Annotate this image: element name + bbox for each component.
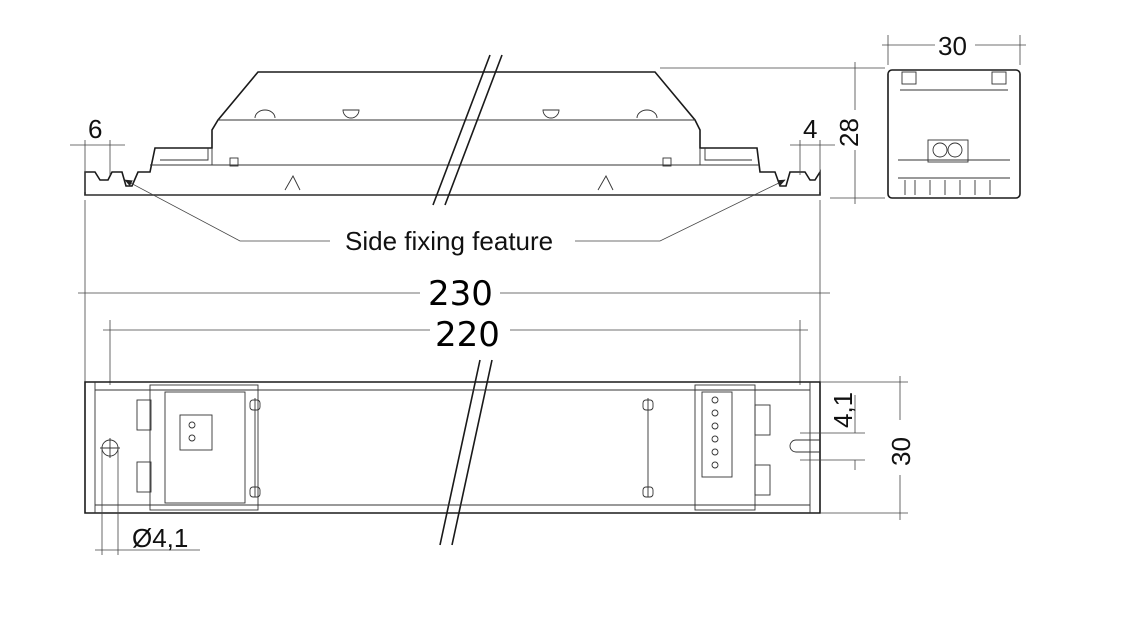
body-width-label: 30 — [886, 437, 916, 466]
side-view — [84, 71, 821, 196]
offset-dimensions: 6 4 — [70, 114, 835, 192]
slot-width-label: 4,1 — [828, 392, 858, 428]
end-view: 30 28 — [660, 31, 1026, 204]
break-lines — [432, 54, 503, 546]
hole-diameter-label: Ø4,1 — [132, 523, 188, 553]
right-offset-label: 4 — [803, 114, 817, 144]
end-width-label: 30 — [938, 31, 967, 61]
left-offset-label: 6 — [88, 114, 102, 144]
hole-dimension: Ø4,1 — [95, 448, 200, 555]
length-dimensions: 230 220 — [78, 200, 830, 385]
overall-length-label: 230 — [428, 274, 493, 314]
width-dimensions: 30 4,1 — [800, 376, 916, 520]
mounting-length-label: 220 — [435, 315, 500, 355]
side-fixing-callout: Side fixing feature — [124, 179, 786, 256]
callout-label: Side fixing feature — [345, 226, 553, 256]
end-height-label: 28 — [834, 118, 864, 147]
top-view — [84, 381, 821, 514]
